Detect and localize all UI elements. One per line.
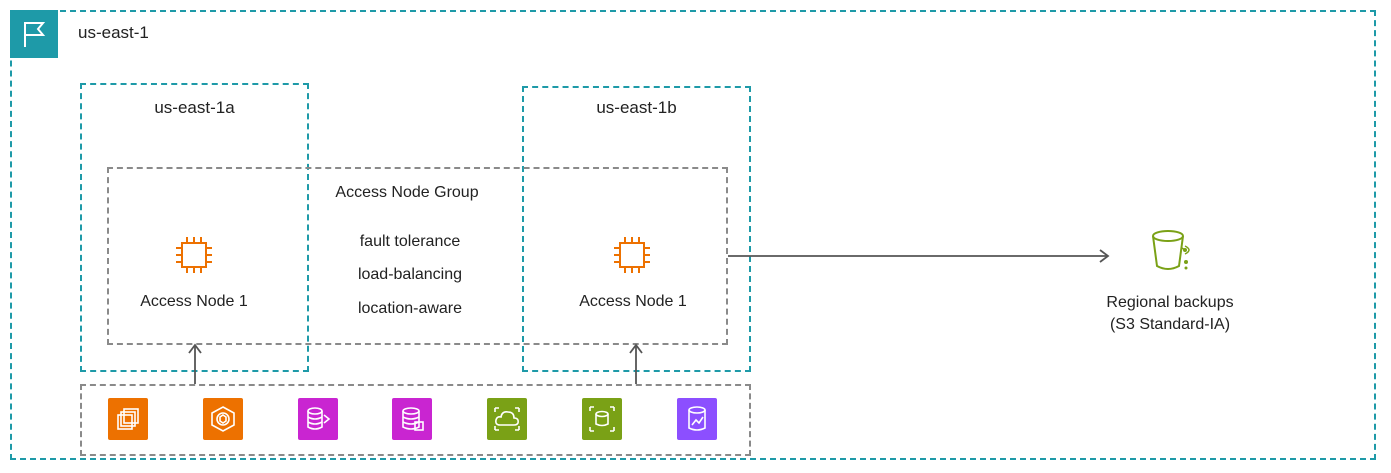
- feature-load-balancing: load-balancing: [357, 266, 463, 283]
- analytics-database-icon: [677, 398, 717, 440]
- s3-bucket-icon: [1148, 228, 1196, 279]
- access-node-group: [107, 167, 728, 345]
- database-migration-icon: [298, 398, 338, 440]
- region-label: us-east-1: [78, 23, 149, 42]
- block-storage-icon: [582, 398, 622, 440]
- backup-label: Regional backups (S3 Standard-IA): [1060, 292, 1280, 336]
- backup-label-line1: Regional backups: [1106, 294, 1234, 311]
- ec2-multiple-instances-icon: [108, 398, 148, 440]
- access-node-label-b: Access Node 1: [579, 293, 687, 310]
- zone-label-a: us-east-1a: [154, 98, 235, 117]
- flag-icon: [10, 10, 58, 58]
- data-sources-group: [80, 384, 751, 456]
- arrow-sources-to-node-a: [188, 343, 202, 384]
- region-boundary: [10, 10, 1376, 460]
- feature-fault-tolerance: fault tolerance: [359, 233, 461, 250]
- ec2-instance-icon: [610, 233, 654, 282]
- zone-label-b: us-east-1b: [596, 98, 677, 117]
- group-title: Access Node Group: [335, 184, 479, 201]
- access-node-label-a: Access Node 1: [140, 293, 248, 310]
- ec2-instance-icon: [172, 233, 216, 282]
- container-service-icon: [203, 398, 243, 440]
- arrow-sources-to-node-b: [629, 343, 643, 384]
- feature-location-aware: location-aware: [357, 300, 463, 317]
- arrow-to-backup: [728, 249, 1110, 263]
- rds-database-icon: [392, 398, 432, 440]
- cloud-file-storage-icon: [487, 398, 527, 440]
- backup-label-line2: (S3 Standard-IA): [1109, 316, 1231, 333]
